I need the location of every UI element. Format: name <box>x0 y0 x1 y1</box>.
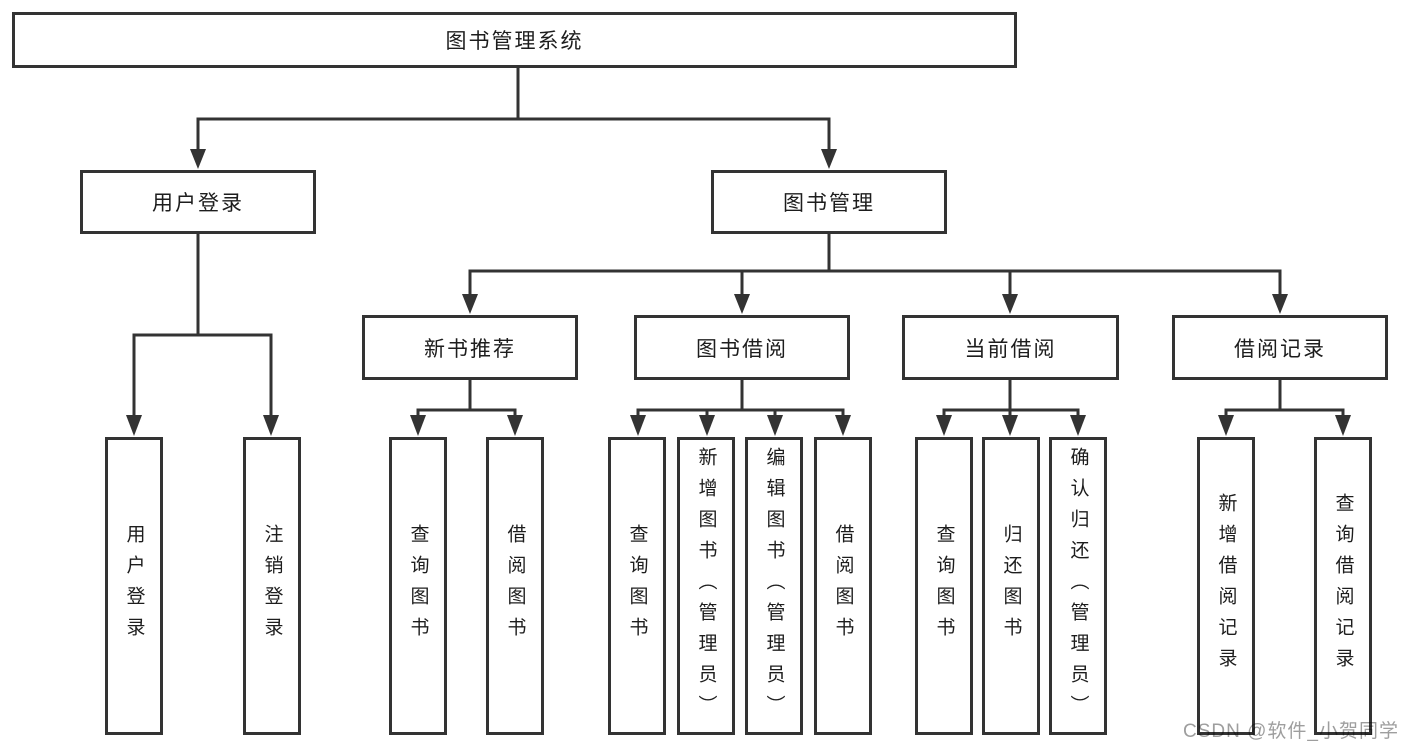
leaf-label: 编辑图书（管理员） <box>763 446 785 726</box>
leaf-label: 用户登录 <box>123 524 145 648</box>
leaf-label: 新增图书（管理员） <box>695 446 717 726</box>
node-library-system: 图书管理系统 <box>12 12 1017 68</box>
node-new-book-recommend: 新书推荐 <box>362 315 578 380</box>
leaf-add-borrow-record: 新增借阅记录 <box>1197 437 1255 735</box>
leaf-label: 确认归还（管理员） <box>1067 446 1089 726</box>
leaf-query-books-borrowing: 查询图书 <box>608 437 666 735</box>
leaf-return-books: 归还图书 <box>982 437 1040 735</box>
leaf-label: 归还图书 <box>1000 524 1022 648</box>
node-user-login: 用户登录 <box>80 170 316 234</box>
leaf-confirm-return-admin: 确认归还（管理员） <box>1049 437 1107 735</box>
node-borrowing-records: 借阅记录 <box>1172 315 1388 380</box>
node-book-borrowing: 图书借阅 <box>634 315 850 380</box>
leaf-logout: 注销登录 <box>243 437 301 735</box>
leaf-borrow-books: 借阅图书 <box>814 437 872 735</box>
leaf-label: 查询图书 <box>407 524 429 648</box>
leaf-query-books-current: 查询图书 <box>915 437 973 735</box>
leaf-label: 注销登录 <box>261 524 283 648</box>
leaf-query-books-recommend: 查询图书 <box>389 437 447 735</box>
leaf-query-borrow-record: 查询借阅记录 <box>1314 437 1372 735</box>
leaf-label: 查询借阅记录 <box>1332 493 1354 679</box>
leaf-label: 借阅图书 <box>504 524 526 648</box>
leaf-label: 借阅图书 <box>832 524 854 648</box>
node-book-management: 图书管理 <box>711 170 947 234</box>
leaf-label: 查询图书 <box>626 524 648 648</box>
leaf-edit-books-admin: 编辑图书（管理员） <box>745 437 803 735</box>
csdn-watermark: CSDN @软件_小贺同学 <box>1183 721 1399 742</box>
node-current-borrowing: 当前借阅 <box>902 315 1119 380</box>
leaf-borrow-books-recommend: 借阅图书 <box>486 437 544 735</box>
leaf-label: 查询图书 <box>933 524 955 648</box>
leaf-add-books-admin: 新增图书（管理员） <box>677 437 735 735</box>
leaf-label: 新增借阅记录 <box>1215 493 1237 679</box>
leaf-user-login: 用户登录 <box>105 437 163 735</box>
